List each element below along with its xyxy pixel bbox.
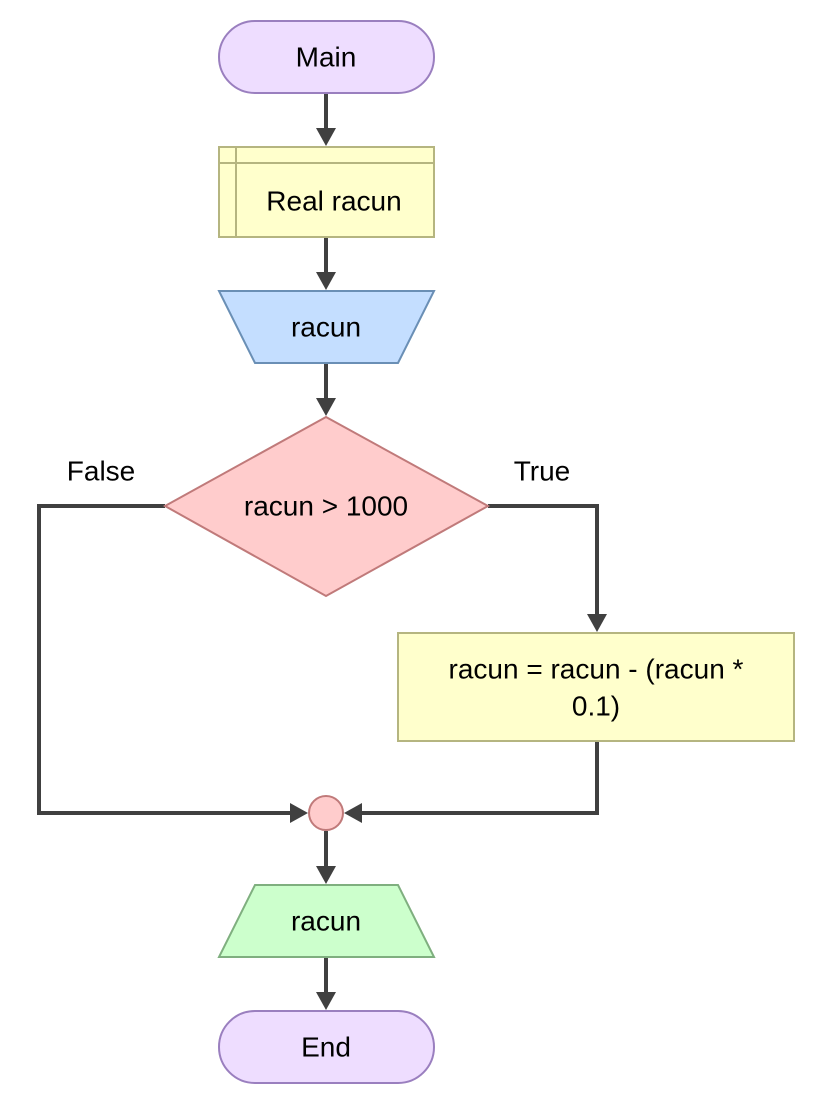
input-shape <box>217 290 436 364</box>
end-node[interactable]: End <box>218 1010 435 1084</box>
assign-label-line-2: 0.1) <box>572 691 620 722</box>
edges <box>37 93 607 1010</box>
start-node[interactable]: Main <box>218 20 435 94</box>
arrow-false-to-merge <box>290 803 308 823</box>
merge-node[interactable] <box>308 795 344 831</box>
arrow-declare-to-input <box>316 272 336 290</box>
arrow-input-to-decision <box>316 398 336 416</box>
output-label: racun <box>291 906 361 937</box>
false-branch-label: False <box>67 456 135 487</box>
arrow-merge-to-output <box>316 866 336 884</box>
edge-false-branch <box>37 504 292 815</box>
start-shape <box>218 20 435 94</box>
input-label: racun <box>291 312 361 343</box>
assign-label-line-1: racun = racun - (racun * <box>449 654 744 685</box>
start-label: Main <box>296 42 357 73</box>
assign-node[interactable]: racun = racun - (racun * 0.1) <box>397 632 795 742</box>
declare-node[interactable]: Real racun <box>218 146 435 238</box>
assign-shape <box>397 632 795 742</box>
merge-connector-shape <box>308 795 344 831</box>
output-shape <box>217 884 436 958</box>
arrow-assign-to-merge <box>344 803 362 823</box>
decision-node[interactable]: racun > 1000 <box>162 415 491 598</box>
end-shape <box>218 1010 435 1084</box>
true-branch-label: True <box>514 456 571 487</box>
arrow-output-to-end <box>316 992 336 1010</box>
declare-label: Real racun <box>266 186 401 217</box>
decision-label: racun > 1000 <box>244 491 408 522</box>
input-node[interactable]: racun <box>217 290 436 364</box>
end-label: End <box>301 1032 351 1063</box>
arrow-main-to-declare <box>316 128 336 146</box>
decision-shape <box>162 415 491 598</box>
edge-assign-to-merge <box>360 741 599 815</box>
edge-true-branch <box>488 504 599 616</box>
output-node[interactable]: racun <box>217 884 436 958</box>
arrow-true-to-assign <box>587 614 607 632</box>
